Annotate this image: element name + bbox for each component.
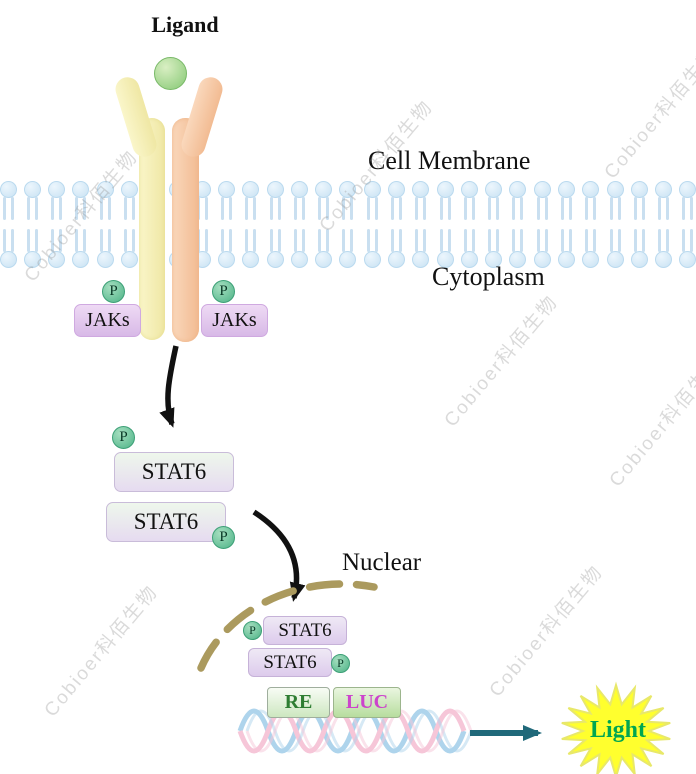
lipid-unit bbox=[409, 229, 433, 268]
lipid-unit bbox=[506, 181, 530, 220]
lipid-unit bbox=[506, 229, 530, 268]
jak-left-label: JAKs bbox=[85, 309, 130, 331]
stat6-label-1: STAT6 bbox=[141, 459, 207, 484]
lipid-unit bbox=[239, 181, 263, 220]
lipid-unit bbox=[263, 181, 287, 220]
phospho-badge-stat6-1: P bbox=[112, 426, 135, 449]
phospho-letter: P bbox=[249, 623, 256, 637]
phospho-badge-jak-right: P bbox=[212, 280, 235, 303]
phospho-badge-nuclear-1: P bbox=[243, 621, 262, 640]
lipid-unit bbox=[20, 181, 44, 220]
lipid-unit bbox=[652, 181, 676, 220]
re-box: RE bbox=[267, 687, 330, 718]
lipid-unit bbox=[215, 229, 239, 268]
lipid-unit bbox=[457, 181, 481, 220]
stat6-nuclear-box-1: STAT6 bbox=[263, 616, 347, 645]
lipid-unit bbox=[385, 229, 409, 268]
membrane-bottom-leaflet bbox=[0, 229, 696, 268]
luc-box: LUC bbox=[333, 687, 401, 718]
watermark: Cobioer科佰生物 bbox=[600, 43, 696, 184]
watermark: Cobioer科佰生物 bbox=[440, 291, 563, 432]
watermark: Cobioer科佰生物 bbox=[605, 351, 696, 492]
lipid-unit bbox=[603, 181, 627, 220]
lipid-unit bbox=[433, 181, 457, 220]
lipid-unit bbox=[0, 181, 20, 220]
lipid-unit bbox=[360, 229, 384, 268]
lipid-unit bbox=[336, 181, 360, 220]
lipid-unit bbox=[93, 181, 117, 220]
lipid-unit bbox=[0, 229, 20, 268]
phospho-letter: P bbox=[119, 429, 128, 445]
lipid-unit bbox=[530, 229, 554, 268]
lipid-unit bbox=[554, 181, 578, 220]
arrow-receptor-to-stat6 bbox=[159, 345, 179, 428]
luc-label: LUC bbox=[345, 691, 389, 713]
lipid-unit bbox=[69, 181, 93, 220]
stat6-cytoplasm-box-2: STAT6 bbox=[106, 502, 226, 542]
lipid-unit bbox=[20, 229, 44, 268]
lipid-unit bbox=[579, 181, 603, 220]
nuclear-label: Nuclear bbox=[342, 549, 422, 576]
lipid-unit bbox=[482, 229, 506, 268]
phospho-badge-jak-left: P bbox=[102, 280, 125, 303]
lipid-unit bbox=[457, 229, 481, 268]
lipid-unit bbox=[312, 181, 336, 220]
lipid-unit bbox=[676, 229, 696, 268]
lipid-unit bbox=[554, 229, 578, 268]
lipid-unit bbox=[409, 181, 433, 220]
stat6-nuclear-label-2: STAT6 bbox=[263, 651, 317, 673]
lipid-unit bbox=[93, 229, 117, 268]
stat6-cytoplasm-box-1: STAT6 bbox=[114, 452, 234, 492]
lipid-unit bbox=[433, 229, 457, 268]
lipid-unit bbox=[579, 229, 603, 268]
lipid-unit bbox=[603, 229, 627, 268]
jak-right-box: JAKs bbox=[201, 304, 268, 337]
lipid-unit bbox=[627, 229, 651, 268]
lipid-unit bbox=[312, 229, 336, 268]
lipid-unit bbox=[530, 181, 554, 220]
lipid-unit bbox=[45, 181, 69, 220]
phospho-letter: P bbox=[219, 283, 228, 299]
phospho-letter: P bbox=[337, 656, 344, 670]
watermark: Cobioer科佰生物 bbox=[40, 581, 163, 722]
cytoplasm-label: Cytoplasm bbox=[432, 262, 545, 291]
lipid-unit bbox=[215, 181, 239, 220]
light-label: Light bbox=[589, 717, 646, 743]
receptor-left-arm bbox=[112, 74, 160, 160]
phospho-badge-stat6-2: P bbox=[212, 526, 235, 549]
lipid-unit bbox=[117, 181, 141, 220]
lipid-unit bbox=[263, 229, 287, 268]
lipid-unit bbox=[652, 229, 676, 268]
receptor-right-arm bbox=[178, 74, 226, 160]
lipid-unit bbox=[117, 229, 141, 268]
lipid-unit bbox=[69, 229, 93, 268]
lipid-unit bbox=[336, 229, 360, 268]
ligand-label: Ligand bbox=[151, 12, 219, 37]
lipid-unit bbox=[482, 181, 506, 220]
stat6-label-2: STAT6 bbox=[133, 509, 199, 534]
lipid-unit bbox=[287, 229, 311, 268]
cell-membrane-label: Cell Membrane bbox=[368, 146, 531, 175]
jak-right-label: JAKs bbox=[212, 309, 257, 331]
lipid-unit bbox=[287, 181, 311, 220]
stat6-nuclear-box-2: STAT6 bbox=[248, 648, 332, 677]
re-label: RE bbox=[284, 691, 313, 713]
lipid-unit bbox=[239, 229, 263, 268]
lipid-unit bbox=[360, 181, 384, 220]
membrane-top-leaflet bbox=[0, 181, 696, 220]
lipid-unit bbox=[627, 181, 651, 220]
phospho-badge-nuclear-2: P bbox=[331, 654, 350, 673]
phospho-letter: P bbox=[109, 283, 118, 299]
watermark: Cobioer科佰生物 bbox=[485, 561, 608, 702]
lipid-unit bbox=[45, 229, 69, 268]
jak-left-box: JAKs bbox=[74, 304, 141, 337]
arrow-stat6-to-nucleus bbox=[252, 509, 306, 602]
lipid-unit bbox=[676, 181, 696, 220]
ligand-ball bbox=[154, 57, 187, 90]
lipid-unit bbox=[385, 181, 409, 220]
stat6-nuclear-label-1: STAT6 bbox=[278, 619, 332, 641]
phospho-letter: P bbox=[219, 529, 228, 545]
